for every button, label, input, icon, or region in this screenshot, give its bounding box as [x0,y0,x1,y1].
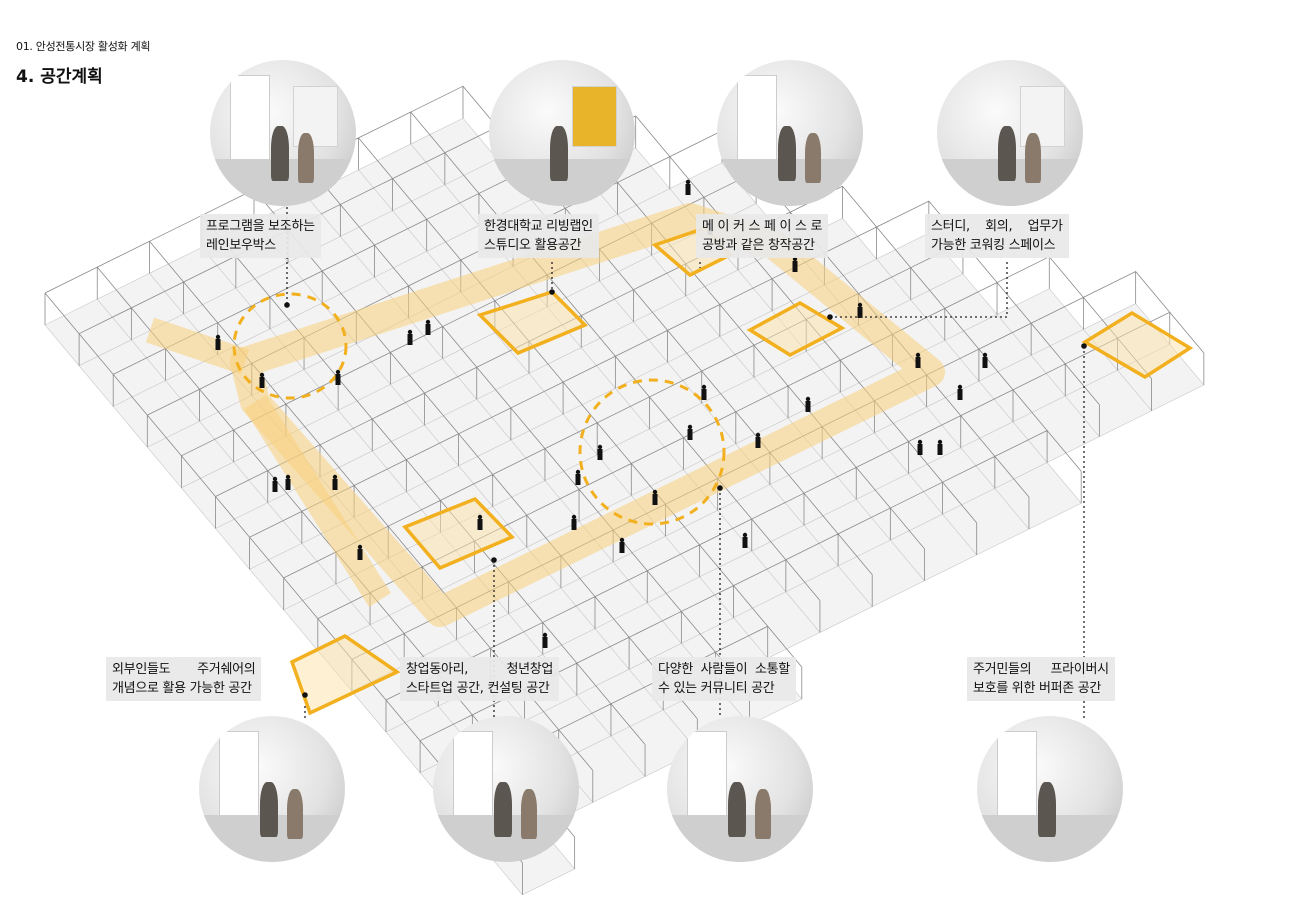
page-title: 4. 공간계획 [16,67,103,87]
leader-dots [284,289,1087,698]
person-figure [619,537,625,553]
person-figure [937,439,943,455]
callout-line: 스터디, 회의, 업무가 [931,219,1063,234]
highlight-living-lab [476,290,589,356]
callout-line: 가능한 코워킹 스페이스 [931,238,1056,253]
callout-line: 창업동아리, 청년창업 [406,662,554,677]
person-figure [477,514,483,530]
highlight-maker-space [746,300,846,358]
person-figure [335,369,341,385]
person-figure [685,179,691,195]
photo-startup [433,716,579,862]
photo-maker-space [717,60,863,206]
person-figure [652,489,658,505]
callout-line: 메 이 커 스 페 이 스 로 [702,219,823,234]
photo-share-house [199,716,345,862]
callout-line: 보호를 위한 버퍼존 공간 [973,681,1102,696]
person-figure [982,352,988,368]
callout-line: 한경대학교 리빙랩인 [484,219,593,234]
person-figure [742,532,748,548]
person-figure [571,514,577,530]
person-figure [792,256,798,272]
person-figure [857,302,863,318]
callout-line: 스튜디오 활용공간 [484,238,582,253]
callout-line: 수 있는 커뮤니티 공간 [658,681,775,696]
person-figure [357,544,363,560]
photo-buffer-zone [977,716,1123,862]
person-figure [957,384,963,400]
person-figure [755,432,761,448]
photo-living-lab-studio [489,60,635,206]
dashed-circle-rainbow-box [232,292,348,400]
callout-line: 프로그램을 보조하는 [206,219,315,234]
callout-line: 다양한 사람들이 소통할 [658,662,790,677]
person-figure [701,384,707,400]
callout-line: 외부인들도 주거쉐어의 [112,662,256,677]
person-figure [687,424,693,440]
highlight-buffer-zone [1081,310,1194,380]
person-figure [259,372,265,388]
person-figure [272,476,278,492]
person-figure [917,439,923,455]
corridor-branch [145,317,250,375]
photo-rainbow-box [210,60,356,206]
highlight-startup [402,496,516,571]
person-figure [332,474,338,490]
callout-line: 개념으로 활용 가능한 공간 [112,681,252,696]
dashed-circle-community [578,378,726,526]
callout-line: 공방과 같은 창작공간 [702,238,815,253]
callout-line: 레인보우박스 [206,238,276,253]
person-figure [215,334,221,350]
person-figure [805,396,811,412]
person-figure [915,352,921,368]
section-subtitle: 01. 안성전통시장 활성화 계획 [16,40,151,53]
person-figure [542,632,548,648]
callout-line: 스타트업 공간, 컨설팅 공간 [406,681,550,696]
person-figure [407,329,413,345]
photo-community [667,716,813,862]
callout-line: 주거민들의 프라이버시 [973,662,1109,677]
person-figure [425,319,431,335]
photo-coworking [937,60,1083,206]
person-figure [285,474,291,490]
person-figure [575,469,581,485]
corridor-branch [244,395,391,607]
person-figure [597,444,603,460]
